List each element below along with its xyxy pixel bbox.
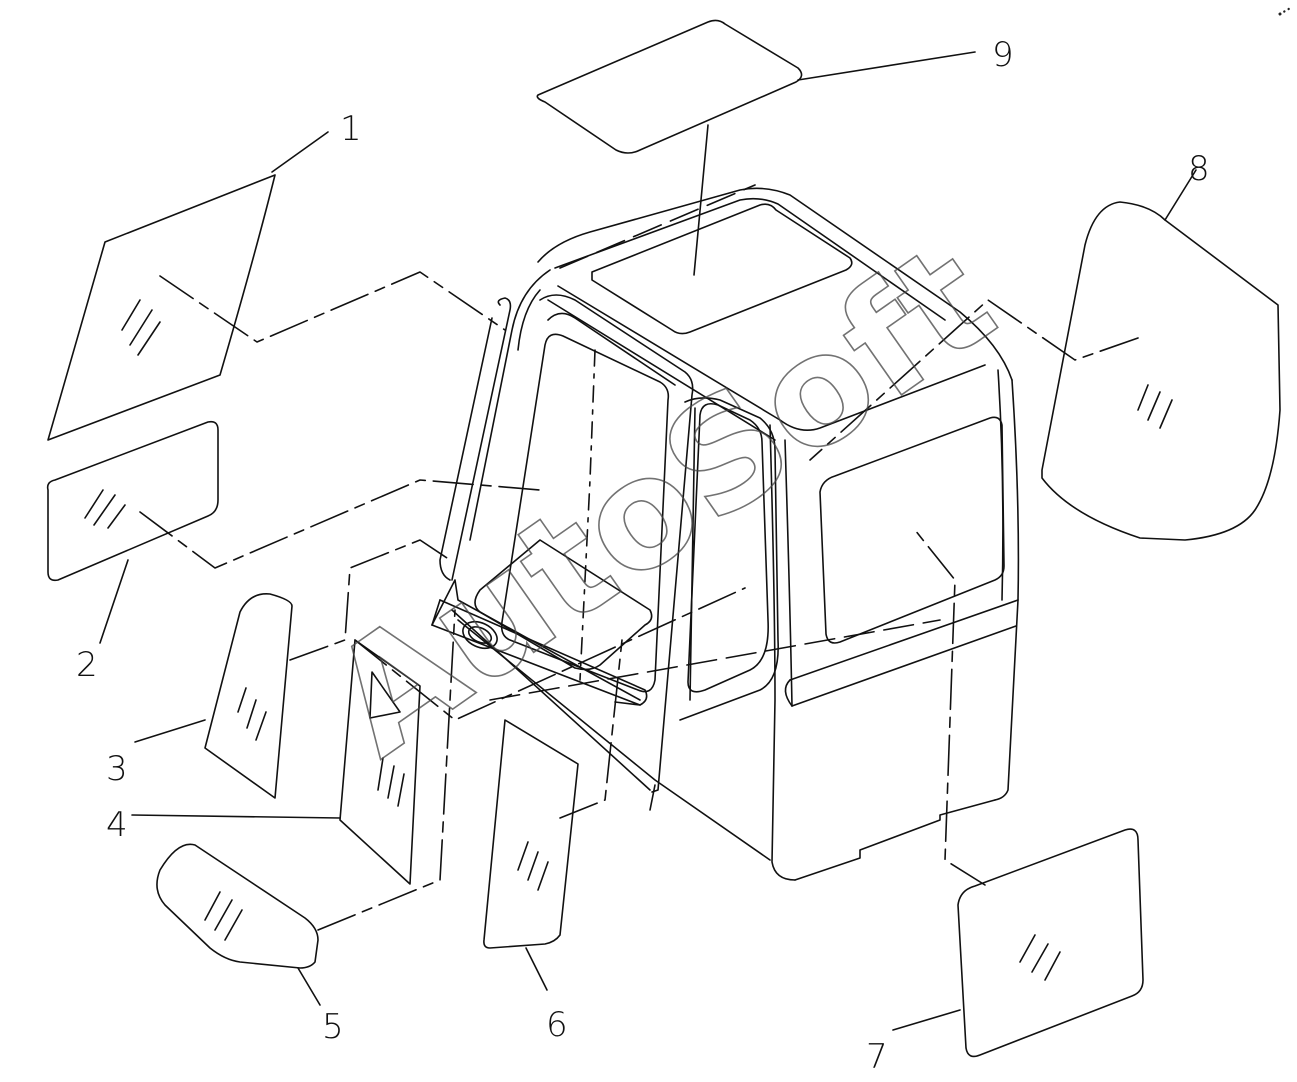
watermark: AutoSoft xyxy=(300,210,1024,790)
part-label-7: 7 xyxy=(866,1037,888,1077)
glass-panel-8 xyxy=(1041,201,1281,541)
part-label-4: 4 xyxy=(106,805,128,845)
glass-panel-6 xyxy=(483,719,579,949)
part-label-9: 9 xyxy=(992,35,1014,75)
part-label-6: 6 xyxy=(546,1005,568,1045)
leader-lines xyxy=(99,51,1197,1031)
glass-panel-4 xyxy=(339,639,421,885)
rear-door-window-opening xyxy=(687,402,769,693)
glass-panel-5 xyxy=(156,843,319,969)
glass-panel-2 xyxy=(46,420,219,582)
glass-panel-1 xyxy=(47,174,276,441)
roof-window-opening xyxy=(591,203,853,335)
part-label-3: 3 xyxy=(106,749,128,789)
glass-panel-7 xyxy=(957,828,1144,1058)
glass-panel-9 xyxy=(536,19,803,154)
door-outline xyxy=(539,294,694,793)
corner-mark-icon xyxy=(1278,7,1290,16)
part-label-2: 2 xyxy=(76,645,98,685)
part-label-8: 8 xyxy=(1188,149,1210,189)
cab-body xyxy=(431,187,1020,881)
part-label-5: 5 xyxy=(322,1007,344,1047)
glass-panel-3 xyxy=(204,593,293,799)
part-number-labels: 1 2 3 4 5 6 7 8 9 xyxy=(76,35,1210,1077)
part-label-1: 1 xyxy=(340,109,362,149)
door-window-opening xyxy=(500,333,670,693)
right-side-window-opening xyxy=(819,416,1005,644)
watermark-text: AutoSoft xyxy=(301,211,1023,789)
